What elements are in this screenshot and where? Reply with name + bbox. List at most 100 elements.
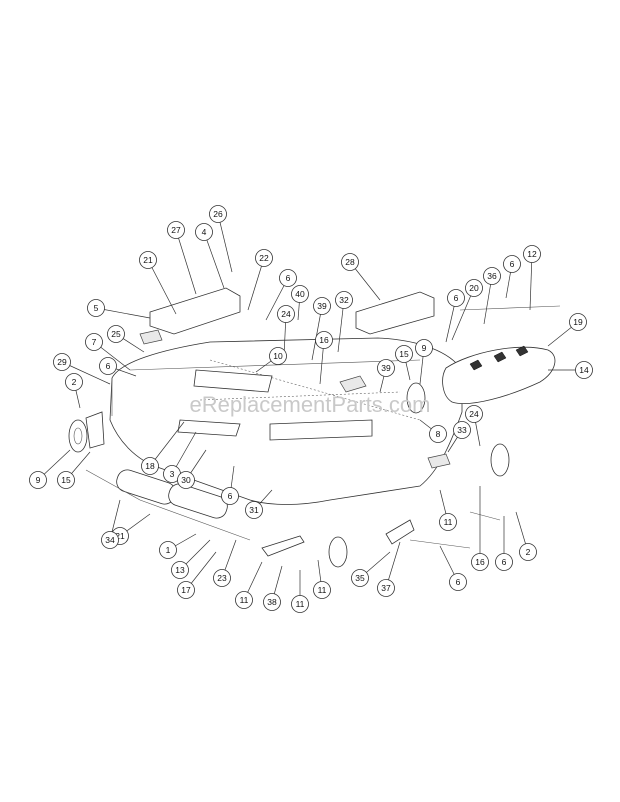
leader-line <box>147 259 177 315</box>
leader-line <box>529 253 533 311</box>
callout-circle <box>177 471 195 489</box>
callout-circle <box>495 553 513 571</box>
part-callout: 15 <box>395 345 413 363</box>
part-callout: 6 <box>449 573 467 591</box>
part-callout: 19 <box>569 313 587 331</box>
mounting-plates <box>139 287 451 469</box>
callout-number: 14 <box>579 365 589 375</box>
callout-number: 27 <box>171 225 181 235</box>
callout-circle <box>245 501 263 519</box>
part-callout: 36 <box>483 267 501 285</box>
callout-number: 4 <box>202 227 207 237</box>
part-callout: 6 <box>447 289 465 307</box>
part-callout: 16 <box>315 331 333 349</box>
callout-circle <box>87 299 105 317</box>
callout-number: 17 <box>181 585 191 595</box>
callout-circle <box>291 595 309 613</box>
callout-circle <box>279 269 297 287</box>
part-callout: 40 <box>291 285 309 303</box>
callout-circle <box>315 331 333 349</box>
leader-line <box>175 229 197 295</box>
callout-number: 6 <box>456 577 461 587</box>
callout-circle <box>57 471 75 489</box>
callout-number: 3 <box>170 469 175 479</box>
part-callout: 17 <box>177 581 195 599</box>
part-callout: 6 <box>503 255 521 273</box>
callout-number: 24 <box>469 409 479 419</box>
part-callout: 38 <box>263 593 281 611</box>
callout-number: 33 <box>457 425 467 435</box>
callout-circle <box>53 353 71 371</box>
callout-number: 8 <box>436 429 441 439</box>
callout-number: 35 <box>355 573 365 583</box>
watermark: eReplacementParts.com <box>190 392 431 417</box>
callout-circle <box>503 255 521 273</box>
leader-line <box>311 305 323 361</box>
callout-circle <box>575 361 593 379</box>
callout-circle <box>453 421 471 439</box>
part-callout: 14 <box>575 361 593 379</box>
callout-circle <box>29 471 47 489</box>
part-callout: 9 <box>29 471 47 489</box>
callout-circle <box>209 205 227 223</box>
callout-circle <box>65 373 83 391</box>
callout-circle <box>263 593 281 611</box>
callout-number: 31 <box>249 505 259 515</box>
callout-number: 15 <box>61 475 71 485</box>
leader-line <box>217 213 233 273</box>
part-callout: 7 <box>85 333 103 351</box>
part-callout: 11 <box>291 595 309 613</box>
callout-number: 9 <box>422 343 427 353</box>
callout-circle <box>377 359 395 377</box>
callout-circle <box>377 579 395 597</box>
callout-number: 13 <box>175 565 185 575</box>
callout-circle <box>465 279 483 297</box>
callout-circle <box>171 561 189 579</box>
callout-circle <box>235 591 253 609</box>
callout-circle <box>313 297 331 315</box>
callout-number: 22 <box>259 253 269 263</box>
part-callout: 1 <box>159 541 177 559</box>
part-callout: 30 <box>177 471 195 489</box>
part-callout: 11 <box>439 513 457 531</box>
anti-scalp-wheels <box>68 382 510 568</box>
part-callout: 2 <box>65 373 83 391</box>
part-callout: 21 <box>139 251 157 269</box>
part-callout: 39 <box>377 359 395 377</box>
part-callout: 33 <box>453 421 471 439</box>
callout-number: 2 <box>526 547 531 557</box>
part-callout: 4 <box>195 223 213 241</box>
callout-number: 6 <box>228 491 233 501</box>
callout-circle <box>167 221 185 239</box>
callout-number: 21 <box>115 531 125 541</box>
callout-circle <box>195 223 213 241</box>
callout-number: 38 <box>267 597 277 607</box>
callout-circle <box>221 487 239 505</box>
part-callout: 27 <box>167 221 185 239</box>
callout-number: 11 <box>240 595 249 605</box>
callout-circle <box>101 531 119 549</box>
callout-number: 16 <box>319 335 329 345</box>
part-callout: 26 <box>209 205 227 223</box>
callout-circle <box>291 285 309 303</box>
callout-circle <box>335 291 353 309</box>
callout-number: 2 <box>72 377 77 387</box>
part-callout: 16 <box>471 553 489 571</box>
belt-cover <box>442 305 561 404</box>
callout-circle <box>429 425 447 443</box>
callout-circle <box>523 245 541 263</box>
callout-circle <box>159 541 177 559</box>
callout-number: 20 <box>469 283 479 293</box>
callout-number: 6 <box>502 557 507 567</box>
part-callout: 31 <box>245 501 263 519</box>
part-callout: 10 <box>269 347 287 365</box>
part-callout: 28 <box>341 253 359 271</box>
part-callout: 24 <box>465 405 483 423</box>
callout-circle <box>439 513 457 531</box>
callout-circle <box>483 267 501 285</box>
callout-number: 37 <box>381 583 391 593</box>
part-callout: 35 <box>351 569 369 587</box>
callout-number: 9 <box>36 475 41 485</box>
callout-circle <box>351 569 369 587</box>
callout-number: 6 <box>286 273 291 283</box>
